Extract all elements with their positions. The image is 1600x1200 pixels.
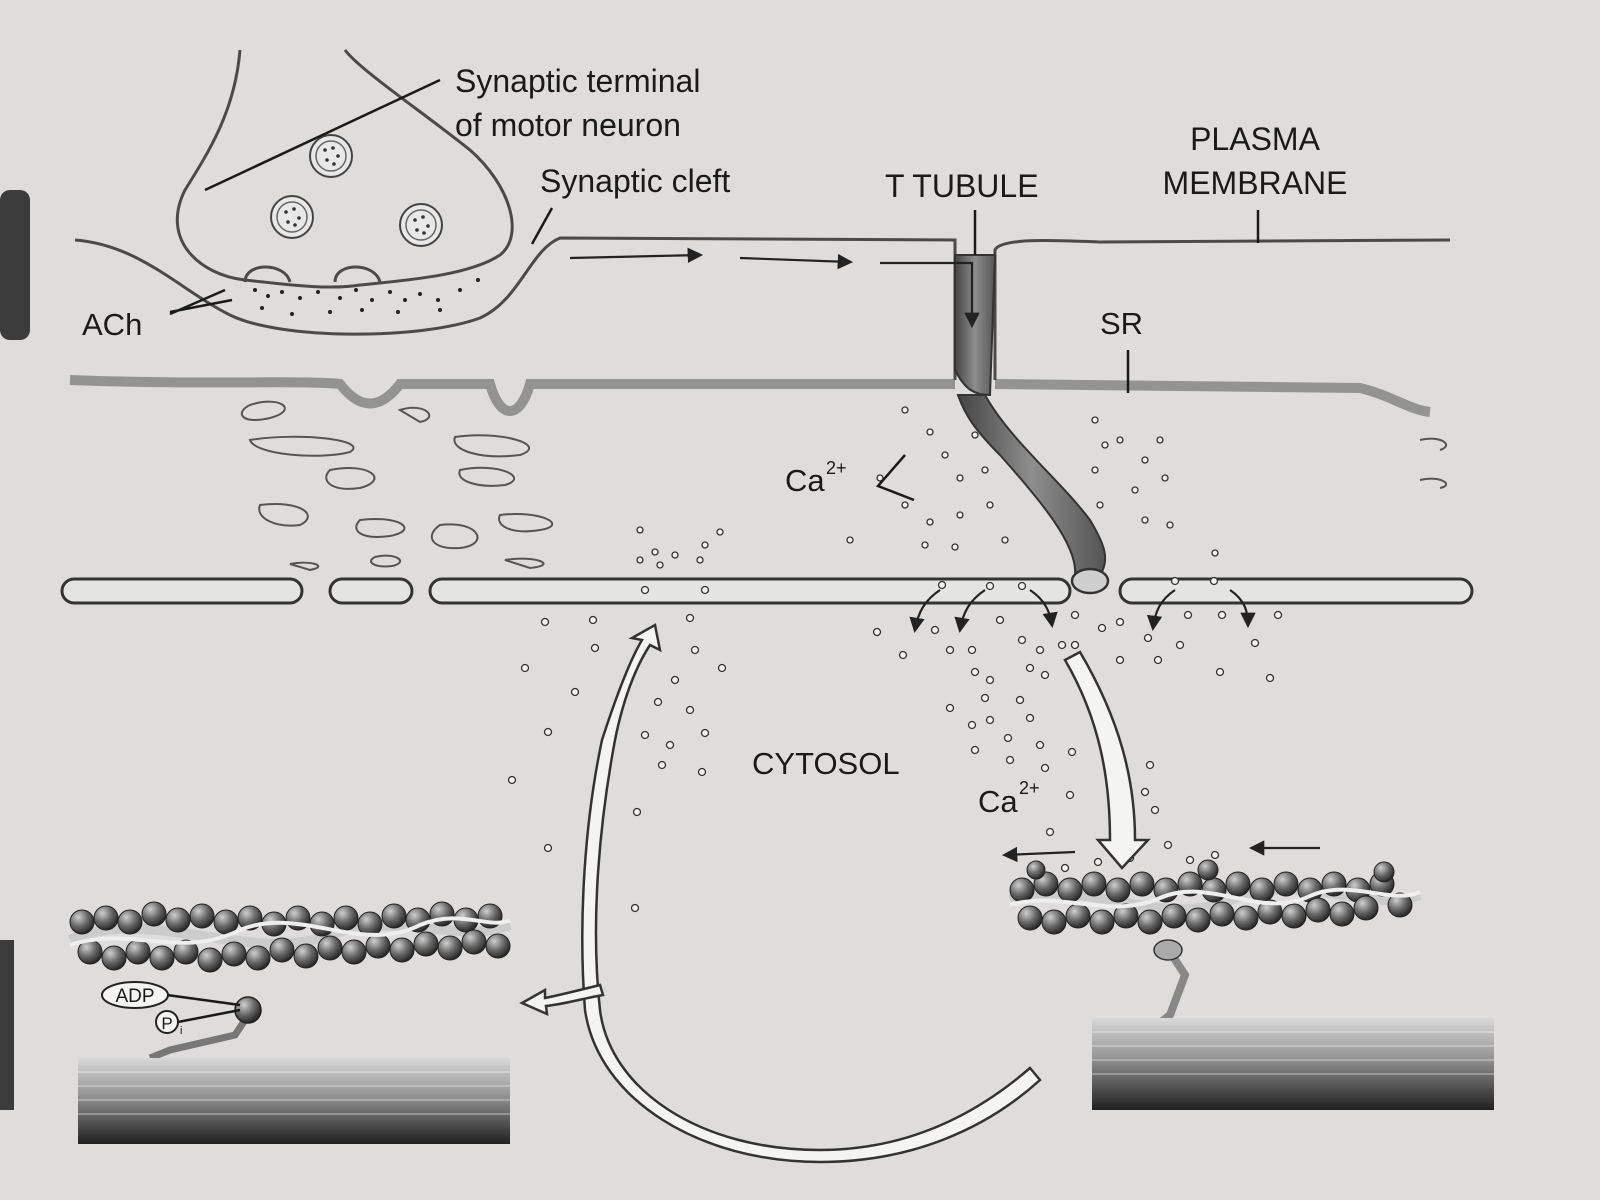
calcium-ions bbox=[507, 406, 1283, 913]
synaptic-terminal-label-line2: of motor neuron bbox=[455, 107, 681, 143]
plasma-membrane-label-line2: MEMBRANE bbox=[1163, 165, 1348, 201]
synaptic-terminal bbox=[175, 49, 514, 316]
leader-lines bbox=[169, 78, 1260, 502]
phosphate-label: P bbox=[161, 1014, 172, 1033]
phosphate-subscript: i bbox=[180, 1025, 182, 1037]
calcium-lower-label: Ca bbox=[978, 784, 1018, 819]
cytosol-label: CYTOSOL bbox=[752, 746, 900, 781]
sr-label: SR bbox=[1100, 306, 1143, 341]
calcium-release-arrows bbox=[909, 589, 1256, 634]
phosphate-badge: P i bbox=[155, 1010, 182, 1037]
calcium-upper-label: Ca bbox=[785, 463, 825, 498]
plasma-membrane bbox=[69, 236, 1451, 417]
t-tubule bbox=[954, 254, 1110, 595]
myosin-head-left: ADP P i bbox=[101, 981, 262, 1062]
diagram-labels: Synaptic terminal of motor neuron Synapt… bbox=[82, 63, 1347, 819]
action-potential-arrows bbox=[569, 247, 980, 329]
thick-filament-right bbox=[1092, 1018, 1494, 1110]
ach-label: ACh bbox=[82, 307, 142, 342]
synaptic-vesicle bbox=[270, 134, 443, 247]
calcium-release-big-arrow bbox=[1063, 650, 1151, 870]
adp-badge: ADP bbox=[101, 981, 169, 1009]
sarcoplasmic-reticulum bbox=[60, 400, 1474, 605]
calcium-reuptake-big-arrow bbox=[519, 623, 1042, 1164]
page-edge-shadow bbox=[0, 190, 30, 1110]
thick-filament-left bbox=[78, 1058, 510, 1144]
tropomyosin-shift-arrows bbox=[1001, 840, 1320, 863]
plasma-membrane-label-line1: PLASMA bbox=[1190, 121, 1320, 157]
actin-filament-right bbox=[1008, 859, 1422, 935]
t-tubule-label: T TUBULE bbox=[885, 168, 1039, 204]
calcium-lower-superscript: 2+ bbox=[1019, 778, 1040, 798]
t-tubule-cross-section bbox=[1070, 567, 1110, 595]
actin-filament-left bbox=[68, 901, 512, 973]
synaptic-terminal-label-line1: Synaptic terminal bbox=[455, 63, 700, 99]
adp-label: ADP bbox=[115, 986, 154, 1007]
calcium-upper-superscript: 2+ bbox=[826, 458, 847, 478]
synaptic-cleft-label: Synaptic cleft bbox=[540, 163, 730, 199]
